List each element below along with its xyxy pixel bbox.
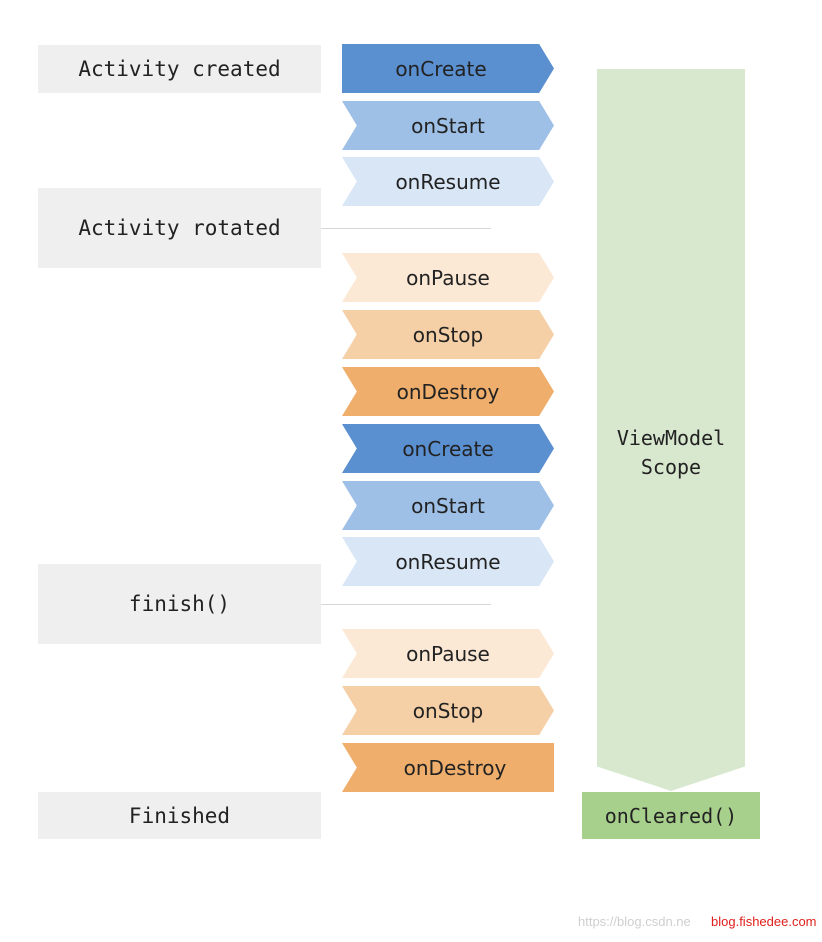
state-activity-created: Activity created — [38, 45, 321, 93]
state-finish: finish() — [38, 564, 321, 644]
event-onstart: onStart — [342, 101, 554, 150]
event-oncreate: onCreate — [342, 424, 554, 473]
oncleared-box: onCleared() — [582, 792, 760, 839]
event-ondestroy: onDestroy — [342, 743, 554, 792]
event-ondestroy: onDestroy — [342, 367, 554, 416]
watermark-brand: blog.fishedee.com — [711, 914, 817, 929]
event-onresume: onResume — [342, 157, 554, 206]
event-onstart: onStart — [342, 481, 554, 530]
event-onpause: onPause — [342, 253, 554, 302]
connector-finish — [321, 604, 491, 605]
watermark-faded: https://blog.csdn.ne — [578, 914, 691, 929]
connector-rotated — [321, 228, 491, 229]
event-oncreate: onCreate — [342, 44, 554, 93]
state-finished: Finished — [38, 792, 321, 839]
state-activity-rotated: Activity rotated — [38, 188, 321, 268]
event-onresume: onResume — [342, 537, 554, 586]
event-onstop: onStop — [342, 686, 554, 735]
event-onpause: onPause — [342, 629, 554, 678]
viewmodel-scope-label: ViewModel Scope — [616, 426, 726, 479]
event-onstop: onStop — [342, 310, 554, 359]
viewmodel-scope-arrow — [597, 69, 745, 791]
